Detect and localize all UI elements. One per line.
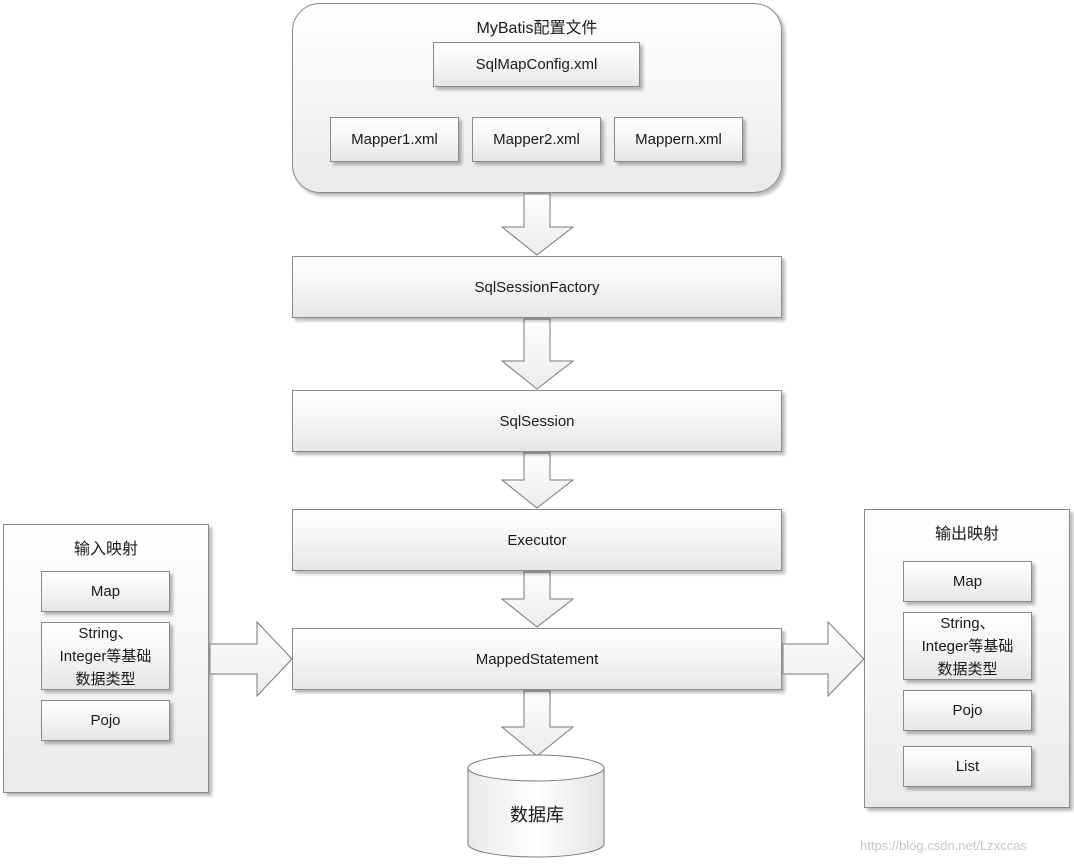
right-arrow-icon	[209, 620, 293, 698]
sqlsession-box: SqlSession	[292, 390, 782, 452]
sqlsessionfactory-label: SqlSessionFactory	[474, 278, 600, 296]
output-pojo-box: Pojo	[903, 690, 1032, 731]
input-string-box: String、 Integer等基础 数据类型	[41, 622, 170, 690]
mapper-label: Mapper2.xml	[493, 131, 580, 148]
mapper-box: Mappern.xml	[614, 117, 743, 162]
output-mapping-title: 输出映射	[934, 526, 999, 543]
database-label: 数据库	[510, 805, 564, 825]
executor-label: Executor	[507, 531, 567, 549]
mapper-box: Mapper1.xml	[330, 117, 459, 162]
output-string-box: String、 Integer等基础 数据类型	[903, 612, 1032, 680]
config-panel: MyBatis配置文件	[292, 3, 782, 193]
input-mapping-panel: 输入映射	[3, 524, 209, 793]
down-arrow-icon	[500, 193, 575, 256]
output-pojo-label: Pojo	[952, 702, 983, 719]
down-arrow-icon	[500, 571, 575, 628]
sqlmapconfig-label: SqlMapConfig.xml	[475, 56, 598, 73]
executor-box: Executor	[292, 509, 782, 571]
right-arrow-icon	[782, 620, 865, 698]
down-arrow-icon	[500, 690, 575, 757]
down-arrow-icon	[500, 318, 575, 390]
sqlmapconfig-box: SqlMapConfig.xml	[433, 42, 640, 87]
input-map-box: Map	[41, 571, 170, 612]
mappedstatement-label: MappedStatement	[475, 650, 599, 668]
input-mapping-title: 输入映射	[73, 541, 138, 558]
down-arrow-icon	[500, 452, 575, 509]
watermark: https://blog.csdn.net/Lzxccas	[860, 838, 1027, 853]
mapper-label: Mapper1.xml	[351, 131, 438, 148]
mapper-box: Mapper2.xml	[472, 117, 601, 162]
mappedstatement-box: MappedStatement	[292, 628, 782, 690]
input-map-label: Map	[90, 583, 121, 600]
input-pojo-label: Pojo	[90, 712, 121, 729]
input-pojo-box: Pojo	[41, 700, 170, 741]
mapper-label: Mappern.xml	[635, 131, 722, 148]
sqlsession-label: SqlSession	[499, 412, 575, 430]
config-title: MyBatis配置文件	[476, 20, 598, 37]
input-string-label: String、 Integer等基础 数据类型	[59, 624, 152, 688]
database-cylinder-icon	[467, 754, 605, 858]
output-list-label: List	[955, 758, 980, 775]
output-map-label: Map	[952, 573, 983, 590]
output-string-label: String、 Integer等基础 数据类型	[921, 614, 1014, 678]
sqlsessionfactory-box: SqlSessionFactory	[292, 256, 782, 318]
output-map-box: Map	[903, 561, 1032, 602]
output-list-box: List	[903, 746, 1032, 787]
